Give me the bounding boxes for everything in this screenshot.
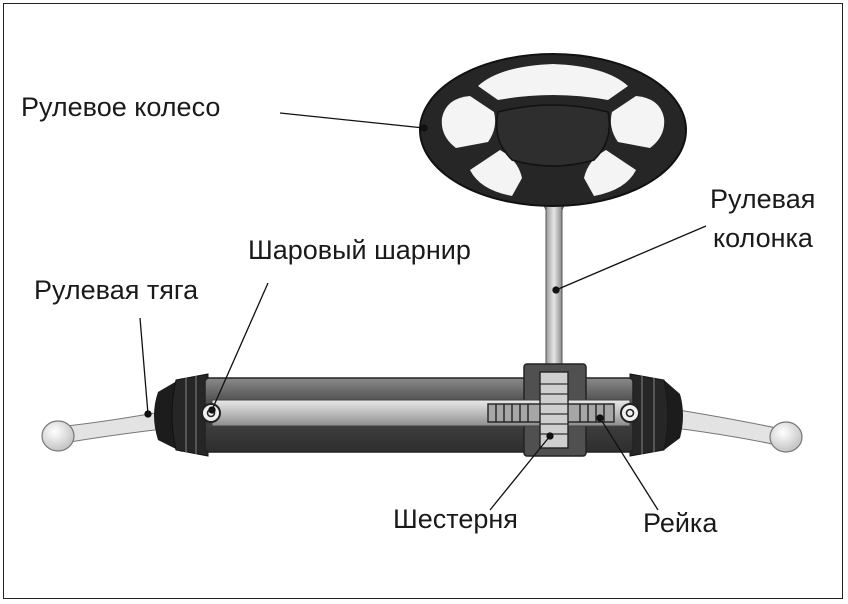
wheel-opening-bottom-right: [584, 150, 636, 196]
leader-lines: [139, 112, 707, 511]
label-steering-wheel: Рулевое колесо: [21, 92, 221, 122]
wheel-opening-right: [610, 96, 665, 148]
label-pinion: Шестерня: [393, 504, 518, 534]
label-tie-rod: Рулевая тяга: [34, 275, 199, 305]
pinion-gear: [539, 371, 569, 449]
wheel-opening-top: [478, 64, 628, 100]
boot-right: [629, 373, 683, 457]
diagram-frame: [3, 3, 843, 599]
rack-housing: [201, 363, 640, 457]
label-steering-column-line2: колонка: [713, 223, 813, 253]
label-ball-joint: Шаровый шарнир: [248, 235, 471, 265]
ball-joint-right: [620, 403, 640, 423]
wheel-hub: [495, 104, 611, 167]
wheel-opening-bottom-left: [470, 150, 522, 196]
tie-rod-end-left: [41, 420, 75, 452]
steering-wheel: [419, 53, 687, 207]
label-rack: Рейка: [643, 508, 718, 538]
wheel-opening-left: [441, 96, 496, 148]
tie-rod-end-right: [769, 421, 803, 453]
boot-left: [154, 373, 209, 457]
label-steering-column-line1: Рулевая: [710, 184, 816, 214]
